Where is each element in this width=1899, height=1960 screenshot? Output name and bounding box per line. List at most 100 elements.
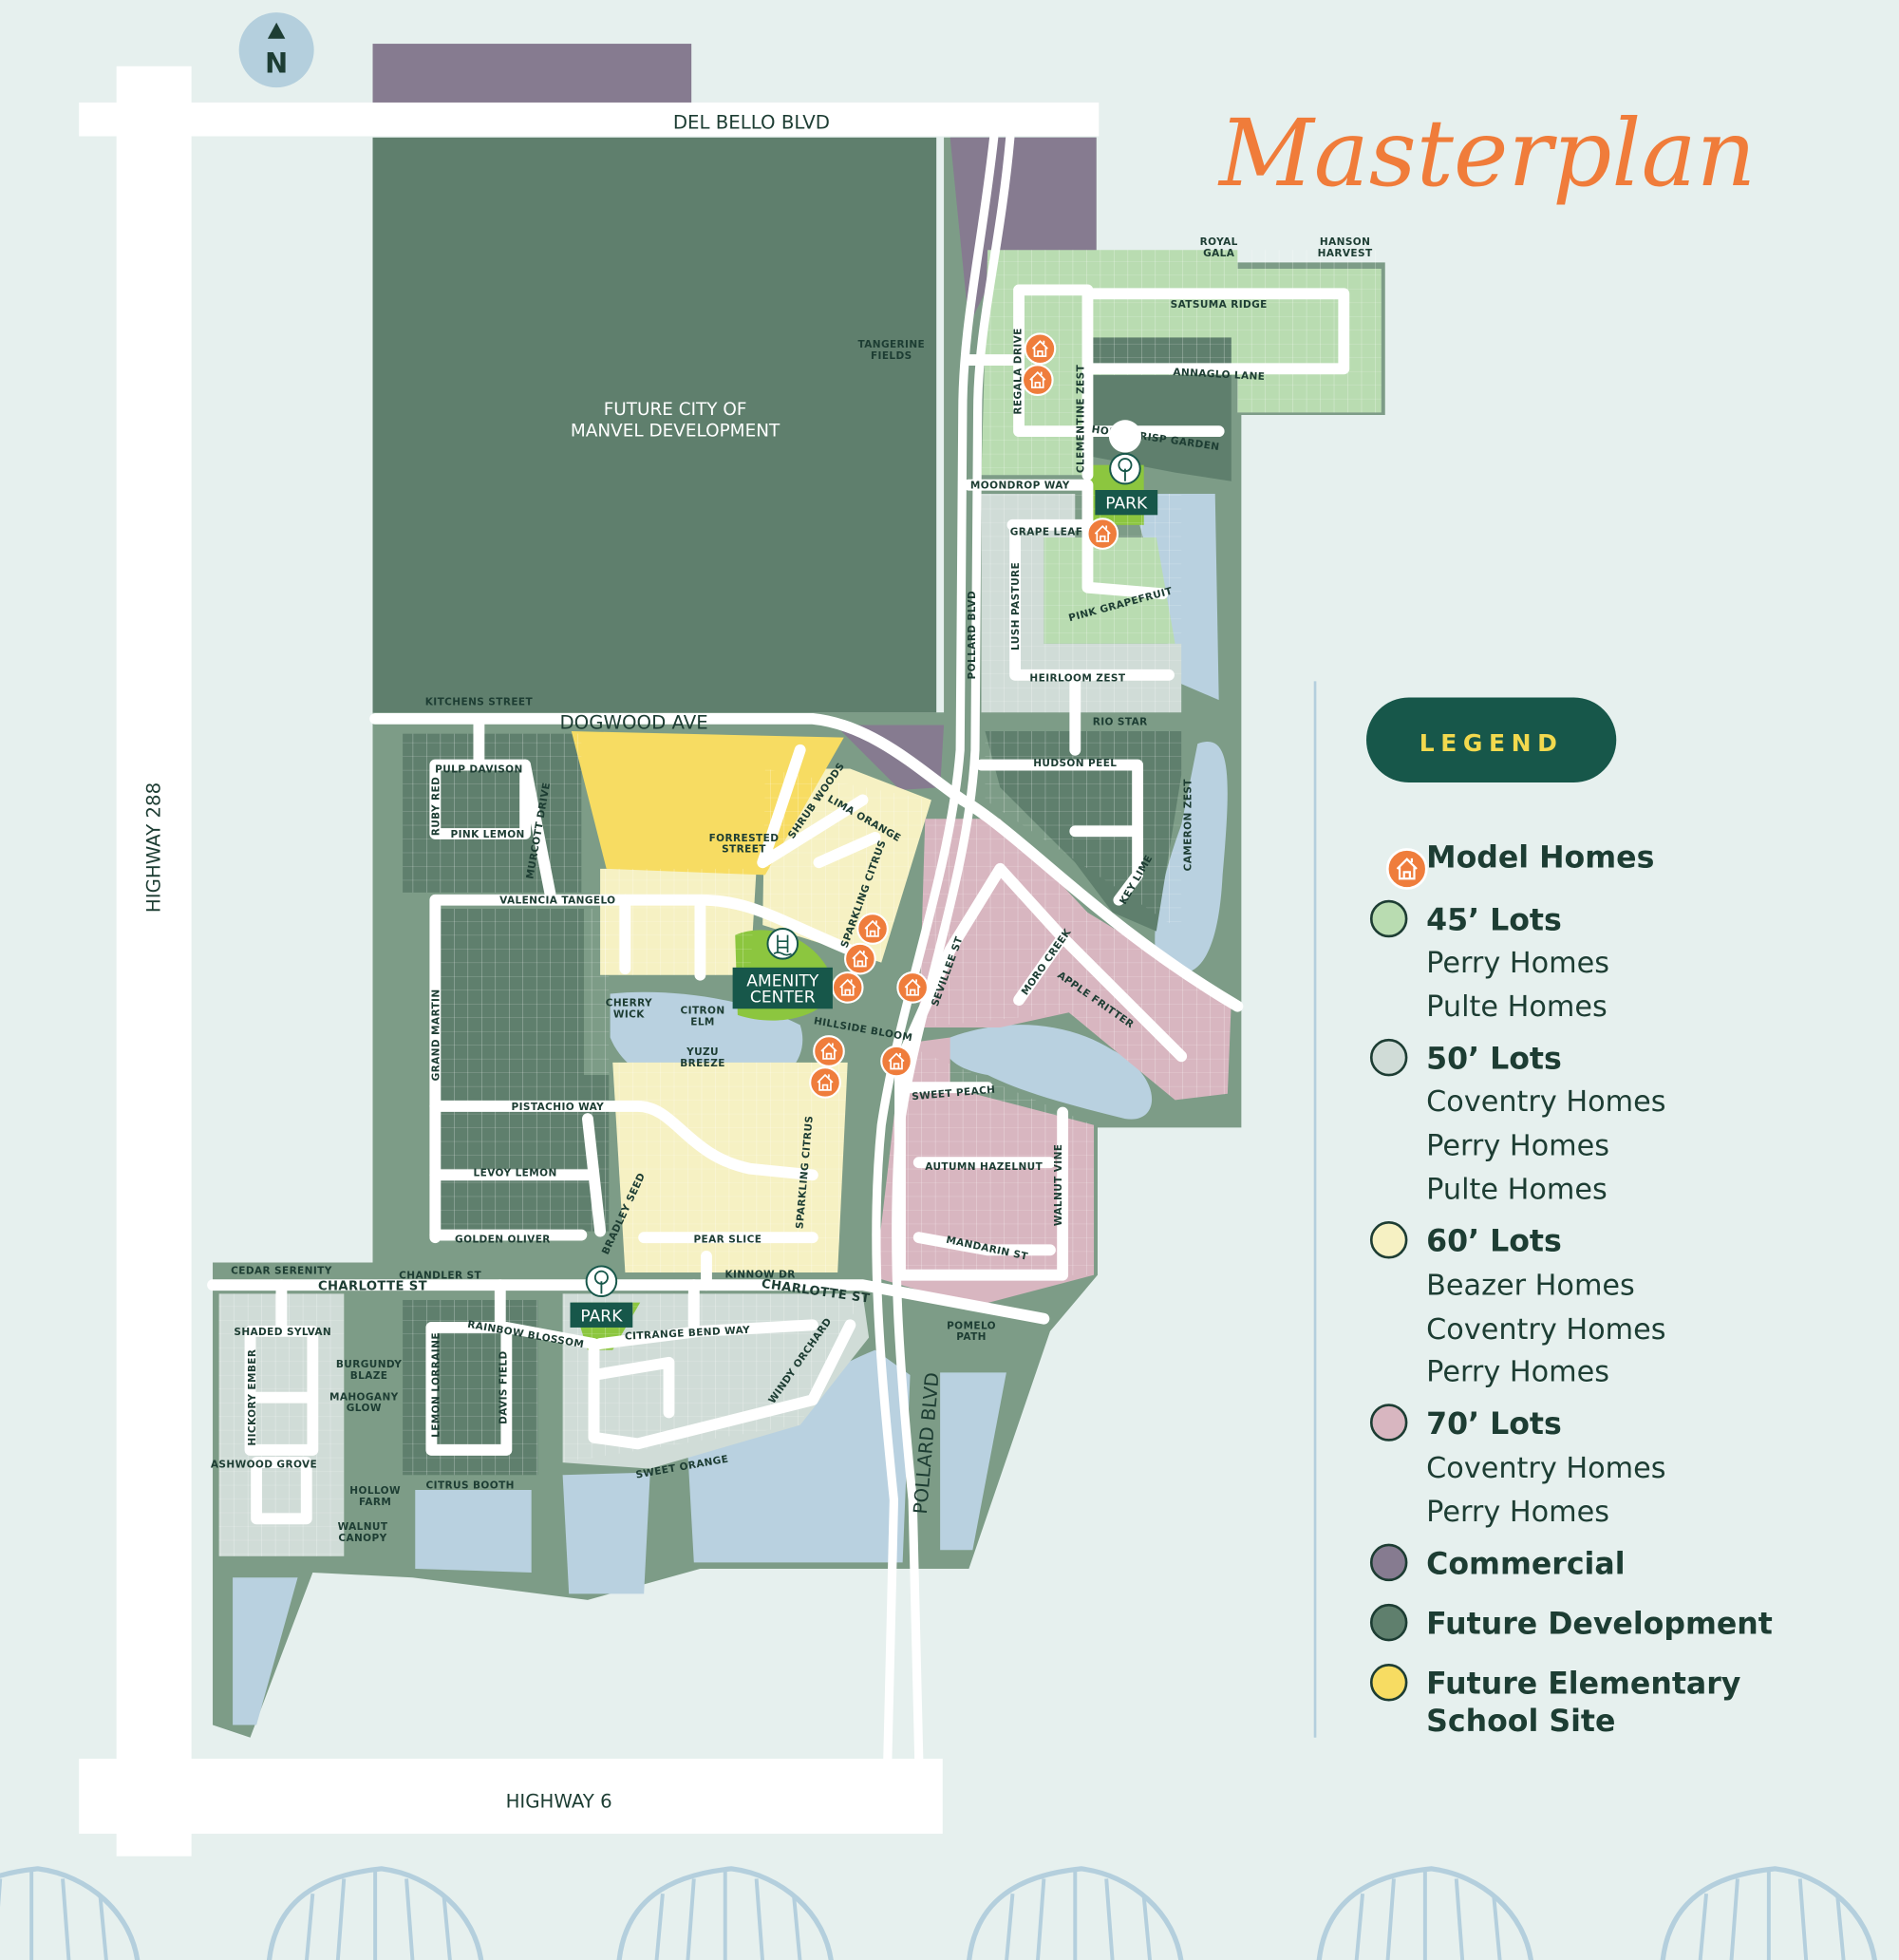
- house-icon: [1385, 848, 1428, 890]
- legend: LEGEND Model Homes 45’ Lots Perry Homes …: [1365, 697, 1773, 1739]
- model-home-house-icon[interactable]: [856, 913, 889, 945]
- map-title: Masterplan: [1217, 100, 1756, 207]
- street-label-satsuma-ridge: SATSUMA RIDGE: [1171, 299, 1268, 311]
- street-label-kitchens-street: KITCHENS STREET: [425, 696, 534, 707]
- legend-title: LEGEND: [1420, 729, 1564, 757]
- street-label-golden-oliver: GOLDEN OLIVER: [455, 1234, 551, 1245]
- legend-title-pill: [1365, 697, 1617, 783]
- model-home-house-icon[interactable]: [880, 1045, 912, 1078]
- legend-item-60-lots: 60’ Lots Beazer Homes Coventry Homes Per…: [1369, 1221, 1666, 1389]
- legend-item-school-site: Future Elementary School Site: [1369, 1664, 1741, 1739]
- legend-item-future-development: Future Development: [1369, 1603, 1773, 1642]
- park-north-marker[interactable]: PARK: [1095, 420, 1158, 516]
- legend-item-model-homes: Model Homes: [1385, 841, 1654, 890]
- street-label-rio-star: RIO STAR: [1093, 716, 1148, 727]
- legend-label: Model Homes: [1426, 841, 1654, 876]
- street-label-grand-martin: GRAND MARTIN: [430, 989, 442, 1081]
- swatch-school-icon: [1369, 1664, 1408, 1702]
- street-label-shaded-sylvan: SHADED SYLVAN: [234, 1327, 331, 1338]
- swatch-50-icon: [1369, 1038, 1408, 1077]
- street-label-citrus-booth: CITRUS BOOTH: [426, 1480, 515, 1492]
- legend-item-70-lots: 70’ Lots Coventry Homes Perry Homes: [1369, 1404, 1666, 1529]
- swatch-45-icon: [1369, 899, 1408, 938]
- north-label: N: [265, 47, 288, 79]
- street-label-moondrop-way: MOONDROP WAY: [970, 481, 1070, 492]
- street-label-walnut-vine: WALNUT VINE: [1053, 1144, 1064, 1227]
- pool-icon: [766, 928, 799, 960]
- highway-6-road: [79, 1759, 943, 1835]
- swatch-future-development-icon: [1369, 1603, 1408, 1642]
- street-label-grape-leaf: GRAPE LEAF: [1010, 526, 1083, 537]
- legend-builder: Coventry Homes: [1426, 1452, 1665, 1485]
- local-streets: [207, 284, 1350, 1525]
- street-label-pulp-davison: PULP DAVISON: [435, 763, 523, 775]
- legend-item-50-lots: 50’ Lots Coventry Homes Perry Homes Pult…: [1369, 1038, 1666, 1206]
- swatch-60-icon: [1369, 1221, 1408, 1259]
- street-label-lush-pasture: LUSH PASTURE: [1010, 562, 1022, 650]
- legend-builder: Coventry Homes: [1426, 1313, 1665, 1347]
- commercial-parcel-dogwood: [835, 725, 945, 790]
- street-label-levoy-lemon: LEVOY LEMON: [474, 1168, 557, 1179]
- highway-288-road: [116, 66, 192, 1856]
- north-arrow: N: [238, 12, 314, 88]
- street-label-ashwood-grove: ASHWOOD GROVE: [211, 1459, 317, 1470]
- street-label-annaglo-lane: ANNAGLO LANE: [1173, 367, 1265, 383]
- legend-label: 50’ Lots: [1426, 1042, 1562, 1076]
- street-label-davis-field: DAVIS FIELD: [498, 1350, 509, 1424]
- street-label-clementine-zest: CLEMENTINE ZEST: [1076, 364, 1087, 473]
- legend-builder: Pulte Homes: [1426, 1173, 1608, 1206]
- street-label-pistachio-way: PISTACHIO WAY: [511, 1102, 604, 1113]
- legend-label: 60’ Lots: [1426, 1225, 1562, 1259]
- model-home-house-icon[interactable]: [831, 971, 864, 1004]
- model-home-house-icon[interactable]: [896, 971, 930, 1004]
- swatch-commercial-icon: [1369, 1543, 1408, 1582]
- label-highway-288: HIGHWAY 288: [143, 782, 165, 913]
- street-label-kinnow-dr: KINNOW DR: [724, 1269, 795, 1280]
- street-label-ruby-red: RUBY RED: [430, 777, 442, 837]
- model-home-house-icon[interactable]: [1086, 518, 1119, 550]
- park-south-marker[interactable]: PARK: [570, 1265, 633, 1328]
- future-development-area: [372, 137, 937, 713]
- label-charlotte-st-west: CHARLOTTE ST: [318, 1279, 427, 1293]
- model-home-house-icon[interactable]: [844, 942, 876, 975]
- compass-icon: [238, 12, 314, 88]
- legend-label: 45’ Lots: [1426, 903, 1562, 937]
- model-home-house-icon[interactable]: [813, 1035, 845, 1067]
- label-pollard-blvd-north: POLLARD BLVD: [967, 591, 978, 680]
- swatch-70-icon: [1369, 1404, 1408, 1442]
- model-home-house-icon[interactable]: [1021, 364, 1054, 397]
- street-label-cameron-zest: CAMERON ZEST: [1183, 779, 1194, 872]
- pollard-blvd-road: [872, 133, 1015, 1763]
- del-bello-blvd-road: [79, 102, 1100, 137]
- model-home-house-icon[interactable]: [1024, 332, 1057, 366]
- label-del-bello-blvd: DEL BELLO BLVD: [673, 112, 830, 134]
- legend-builder: Pulte Homes: [1426, 990, 1608, 1024]
- street-label-lemon-lorraine: LEMON LORRAINE: [430, 1332, 442, 1438]
- legend-builder: Perry Homes: [1426, 1356, 1609, 1389]
- street-label-regala-drive: REGALA DRIVE: [1013, 328, 1025, 414]
- legend-label: Future Elementary: [1426, 1668, 1741, 1702]
- model-home-house-icon[interactable]: [809, 1066, 841, 1099]
- street-label-valencia-tangelo: VALENCIA TANGELO: [499, 895, 615, 907]
- legend-builder: Beazer Homes: [1426, 1270, 1635, 1303]
- legend-builder: Coventry Homes: [1426, 1085, 1665, 1119]
- street-label-pear-slice: PEAR SLICE: [693, 1234, 761, 1245]
- leaf-pattern-border: [0, 1869, 1875, 1960]
- park-north-label: PARK: [1105, 495, 1148, 514]
- label-dogwood-ave: DOGWOOD AVE: [559, 711, 707, 733]
- legend-item-commercial: Commercial: [1369, 1543, 1626, 1582]
- legend-label: Future Development: [1426, 1607, 1773, 1641]
- park-south-label: PARK: [580, 1307, 623, 1326]
- commercial-parcel-north: [372, 44, 692, 106]
